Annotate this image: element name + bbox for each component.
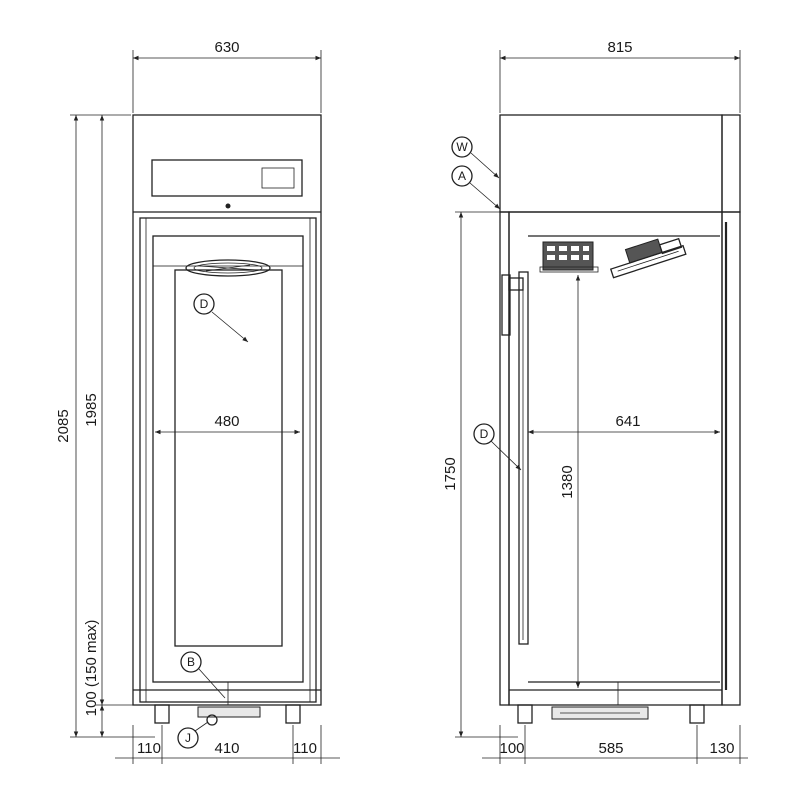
dim-front-offset: 100 [499, 740, 524, 757]
evaporator-tray [539, 266, 599, 273]
front-foot-right [285, 704, 301, 724]
inner-chamber [174, 269, 283, 647]
callout-leader-w [470, 152, 500, 179]
callout-circle-b [180, 651, 202, 673]
side-glass-strip [518, 271, 529, 645]
side-top-section [499, 114, 723, 213]
door-handle [501, 274, 511, 336]
callout-a: A [458, 169, 466, 183]
dim-feet-depth: 585 [598, 740, 623, 757]
display-screen [261, 167, 295, 189]
callout-leader-a [469, 182, 501, 210]
handle-hinge [508, 277, 524, 291]
dim-height-usable: 1750 [442, 457, 459, 490]
front-cabinet-outline [132, 114, 322, 706]
fan-blade-b [205, 264, 251, 272]
fan-icon [185, 259, 271, 277]
dim-left-offset: 110 [137, 740, 161, 757]
pump-icon [206, 714, 218, 726]
callout-b: B [187, 655, 195, 669]
glass-top-band [152, 235, 304, 267]
door-frame [139, 217, 317, 703]
drain-pan [197, 706, 261, 718]
front-view: 630 2085 1985 100 (150 max) 480 110 410 … [55, 39, 340, 764]
dim-right-offset: 110 [293, 740, 317, 757]
side-rear-panel [721, 211, 741, 706]
callout-d-front: D [200, 297, 209, 311]
callout-leader-j [194, 721, 209, 732]
callout-circle-j [177, 727, 199, 749]
dim-interior-depth: 641 [615, 413, 640, 430]
dim-height-feet: 100 (150 max) [83, 620, 100, 717]
side-top-rear [721, 114, 741, 213]
dim-depth-total: 815 [607, 39, 632, 56]
callout-w: W [456, 140, 468, 154]
side-foot-front [517, 704, 533, 724]
dim-shelf-height: 1380 [559, 465, 576, 498]
side-body [508, 211, 723, 706]
callout-circle-d-side [473, 423, 495, 445]
fan-inner-ring [193, 262, 263, 274]
side-view: 815 1750 641 1380 100 585 130 W A D [442, 39, 748, 764]
callout-leader-b [198, 668, 226, 699]
callout-circle-w [451, 136, 473, 158]
dim-height-total: 2085 [55, 409, 72, 442]
control-panel [151, 159, 303, 197]
fan-motor-icon [609, 237, 687, 279]
evaporator-grid [547, 246, 589, 260]
lock-icon [225, 203, 231, 209]
dim-height-body: 1985 [83, 393, 100, 426]
dim-rear-offset: 130 [709, 740, 734, 757]
callout-circle-a [451, 165, 473, 187]
front-foot-left [154, 704, 170, 724]
dim-feet-spacing: 410 [214, 740, 239, 757]
side-foot-rear [689, 704, 705, 724]
callout-leader-d-side [490, 440, 522, 471]
dim-width-total: 630 [214, 39, 239, 56]
callout-j: J [185, 731, 191, 745]
callout-leader-d-front [211, 311, 249, 343]
callout-d-side: D [480, 427, 489, 441]
dim-interior-width: 480 [214, 413, 239, 430]
callout-circle-d-front [193, 293, 215, 315]
